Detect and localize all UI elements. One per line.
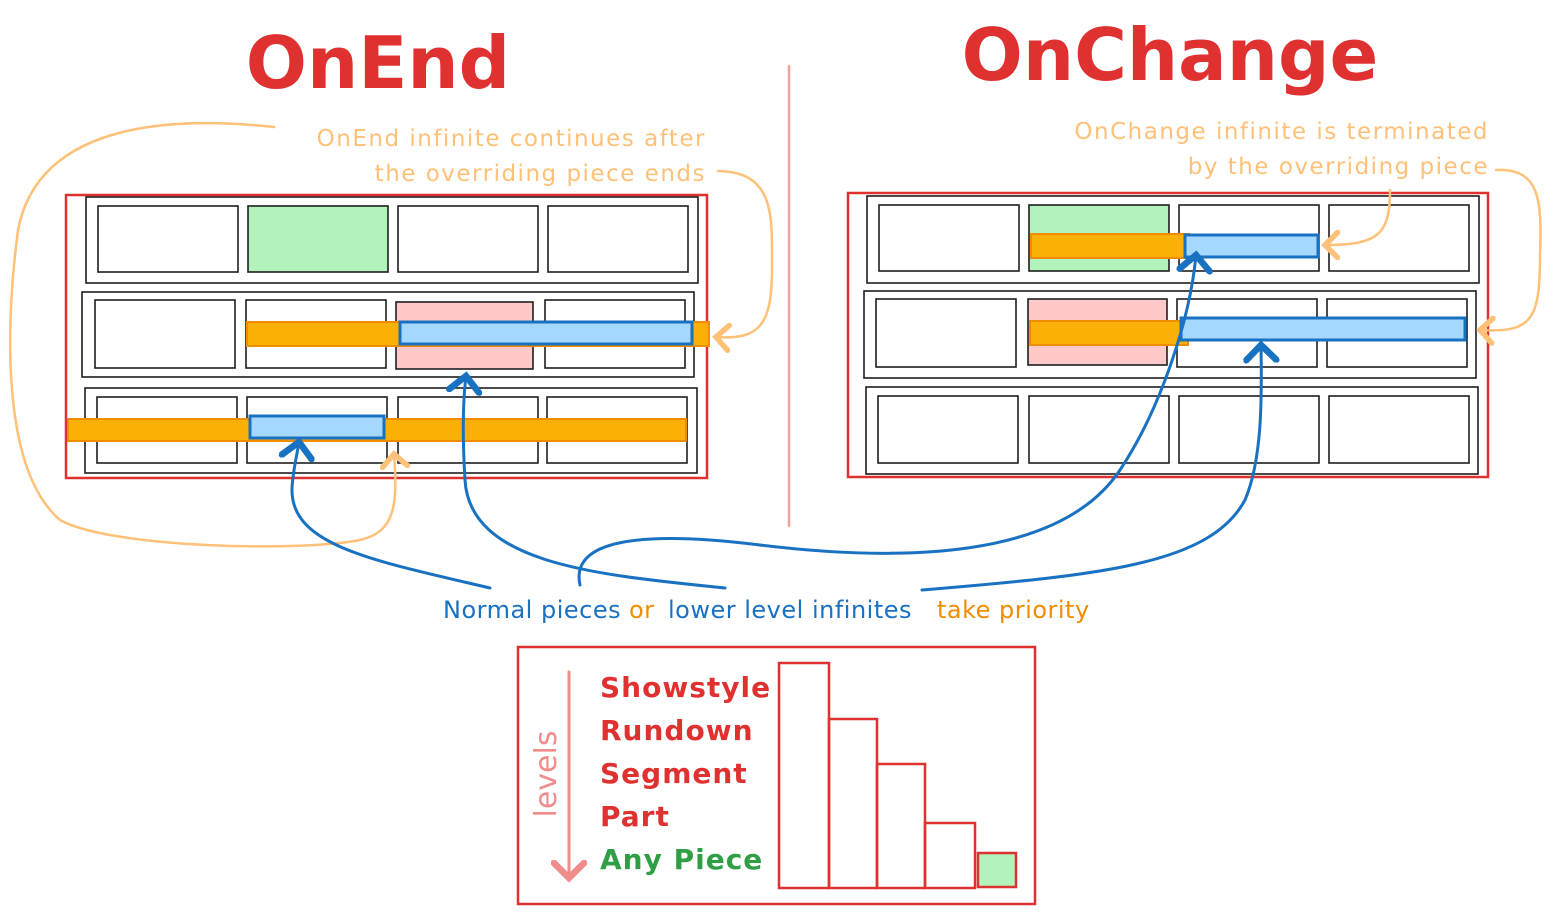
level-rundown: Rundown: [600, 714, 754, 747]
level-bar-segment: [875, 762, 927, 890]
onend-part-1-1: [97, 205, 239, 273]
priority-caption: Normal pieces: [443, 596, 621, 624]
onchange-part-2-1: [875, 298, 1017, 368]
caption-take-priority: take priority: [937, 596, 1090, 624]
onchange-part-3-3: [1178, 395, 1320, 464]
onchange-normal-piece-1: [1183, 233, 1320, 259]
level-part: Part: [600, 800, 670, 833]
levels-legend: levels Showstyle Rundown Segment Part An…: [516, 645, 1037, 906]
level-bar-any-piece: [976, 851, 1018, 889]
title-onend: OnEnd: [246, 21, 510, 105]
priority-arrow-onend-seg3: [292, 442, 492, 590]
onchange-note-arrow-1: [1325, 188, 1392, 245]
level-any-piece: Any Piece: [600, 843, 763, 876]
onchange-note-arrow-2: [1480, 168, 1542, 330]
onend-normal-piece-3: [248, 414, 386, 440]
level-bar-showstyle: [777, 661, 831, 890]
onchange-part-1-4: [1328, 204, 1470, 272]
onend-part-1-4: [547, 205, 689, 273]
onchange-normal-piece-2: [1179, 316, 1467, 342]
level-segment: Segment: [600, 757, 748, 790]
priority-arrow-onchange-seg1: [577, 255, 1196, 587]
onend-note-loop-arrow: [8, 121, 395, 548]
onchange-part-3-1: [877, 395, 1019, 464]
onchange-panel: [846, 191, 1490, 479]
legend-frame: [516, 645, 1037, 906]
onend-panel: [64, 193, 710, 480]
onend-note-line-2: the overriding piece ends: [375, 161, 706, 187]
caption-or: or: [629, 596, 655, 624]
onend-segment-1: [85, 196, 699, 284]
onchange-segment-3: [865, 386, 1479, 475]
onchange-part-3-4: [1328, 395, 1470, 464]
title-onchange: OnChange: [962, 13, 1379, 97]
onchange-part-3-2: [1028, 395, 1170, 464]
level-showstyle: Showstyle: [600, 671, 771, 704]
onchange-part-1-1: [878, 204, 1020, 272]
levels-axis-label: levels: [529, 731, 564, 818]
onchange-infinite-bar-2: [1029, 320, 1189, 346]
onend-note-line-1: OnEnd infinite continues after: [317, 126, 706, 152]
onchange-infinite-bar-1: [1030, 233, 1190, 259]
onchange-segment-2: [863, 290, 1477, 379]
onend-normal-piece-2: [398, 320, 694, 346]
priority-arrow-onend-seg2: [463, 376, 727, 590]
onend-note-arrow: [716, 169, 774, 337]
caption-lower-level-infinites-text: lower level infinites: [668, 596, 912, 624]
onchange-note-line-1: OnChange infinite is terminated: [1074, 119, 1489, 145]
caption-normal-pieces: Normal pieces: [443, 596, 621, 624]
onchange-note-line-2: by the overriding piece: [1188, 154, 1489, 180]
onend-part-2-1: [94, 299, 236, 369]
priority-arrow-onchange-seg2: [920, 345, 1261, 592]
level-bar-part: [923, 821, 977, 890]
onend-part-1-2: [247, 205, 389, 273]
onend-part-1-3: [397, 205, 539, 273]
level-bar-rundown: [827, 717, 879, 890]
onchange-segment-1: [866, 195, 1480, 284]
